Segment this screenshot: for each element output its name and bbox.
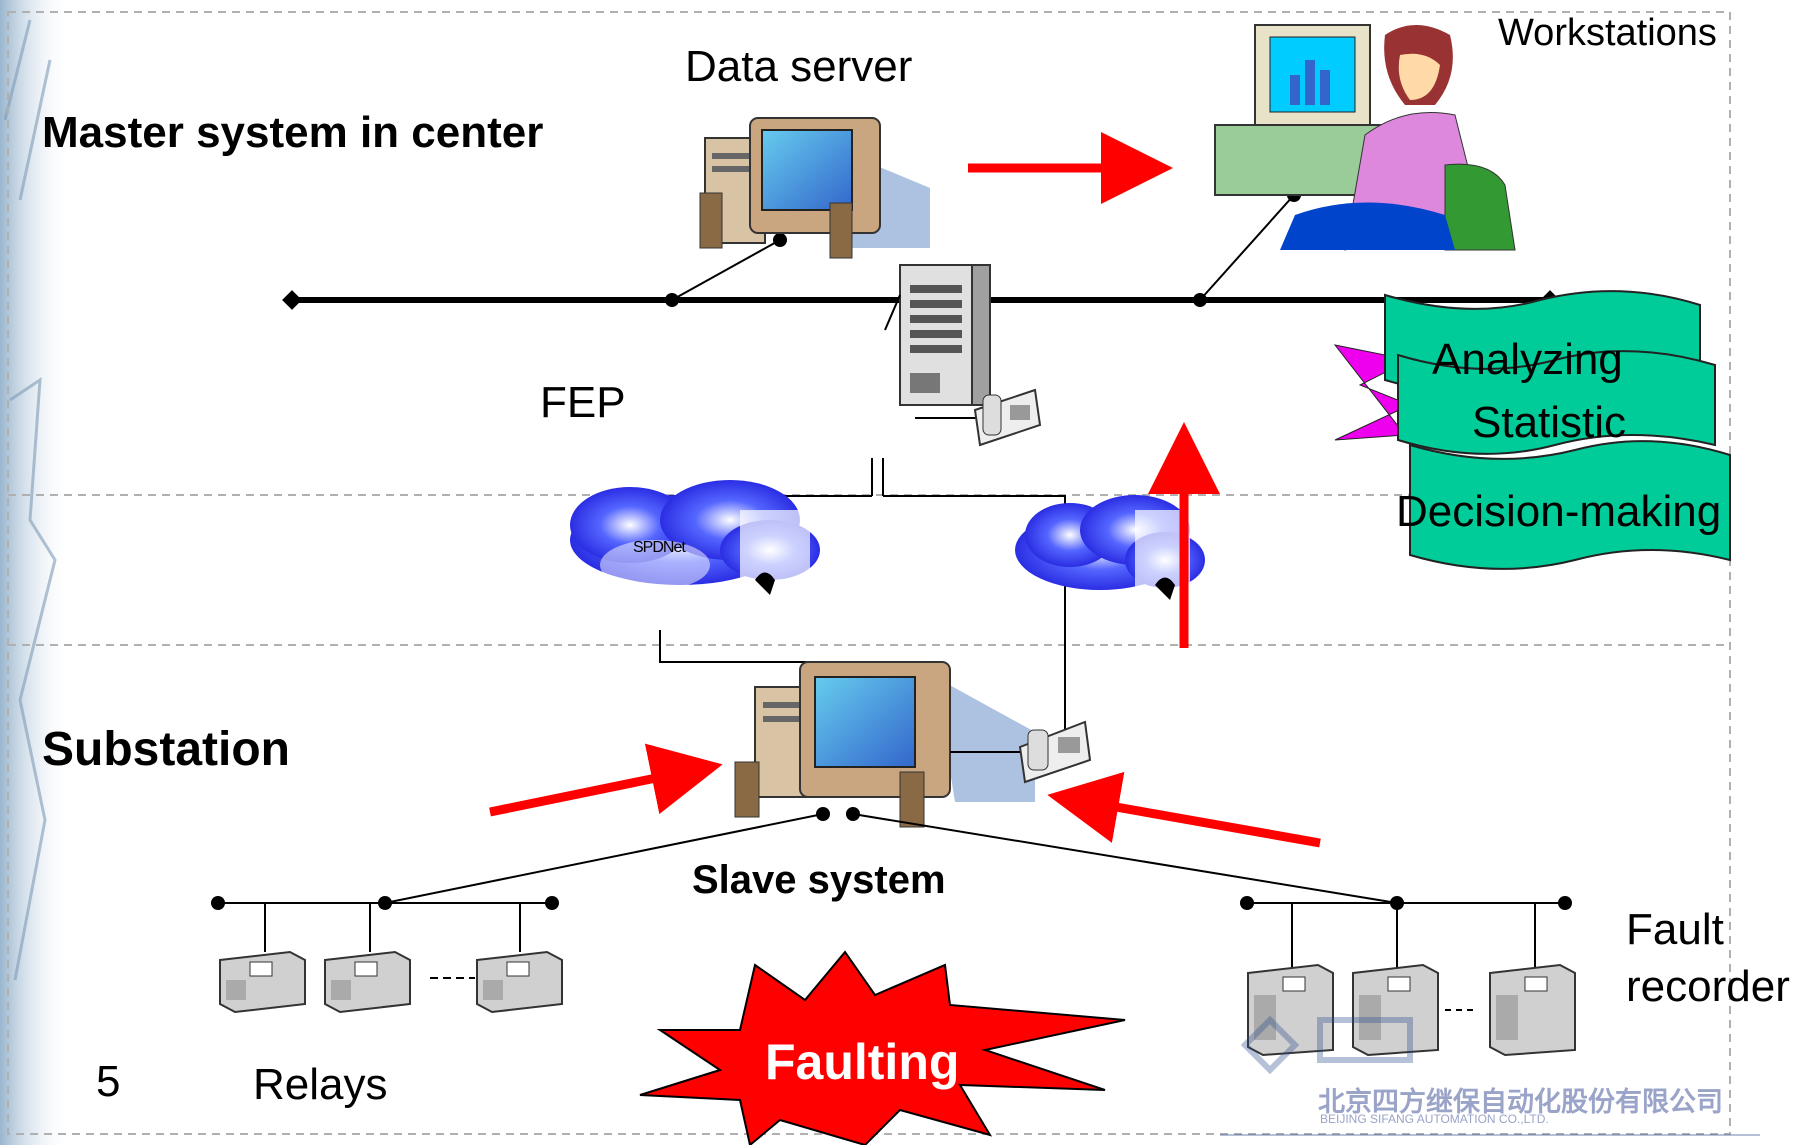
workstation-operator-icon	[1214, 24, 1516, 251]
page-number: 5	[96, 1057, 121, 1106]
relays-label: Relays	[253, 1060, 388, 1109]
background-strip	[0, 0, 70, 1145]
recorder-to-slave-arrow	[1047, 771, 1321, 848]
faulting-label: Faulting	[765, 1034, 960, 1090]
spdnet-label: SPDNet	[633, 539, 686, 556]
substation-section-title: Substation	[42, 723, 290, 776]
fep-label: FEP	[540, 378, 626, 427]
relay-bus	[211, 896, 559, 979]
statistic-label: Statistic	[1472, 398, 1627, 447]
substation-modem-phone-icon	[1018, 720, 1092, 784]
analyzing-label: Analyzing	[1432, 335, 1623, 384]
fep-server-icon	[884, 264, 991, 406]
faulting-burst-shape	[639, 950, 1126, 1145]
analysis-functions	[1333, 290, 1731, 570]
dialup-network-cloud-icon	[1015, 495, 1205, 600]
substation-links	[384, 813, 1398, 904]
master-section-title: Master system in center	[42, 108, 544, 157]
fault-recorder-device-icon	[1489, 963, 1576, 1057]
slave-system-computer-icon	[734, 661, 1035, 828]
company-name-en: BEIJING SIFANG AUTOMATION CO.,LTD.	[1320, 1112, 1549, 1126]
relay-device-icon	[219, 950, 306, 1014]
spdnet-cloud-icon	[570, 480, 820, 595]
company-name-cn: 北京四方继保自动化股份有限公司	[1318, 1087, 1723, 1117]
data-server-label: Data server	[685, 42, 913, 91]
fault-recorder-device-icon	[1352, 963, 1439, 1057]
fault-recorder-device-icon	[1247, 963, 1334, 1057]
workstations-label: Workstations	[1498, 12, 1717, 54]
decision-making-label: Decision-making	[1396, 487, 1722, 536]
fault-recorder-label-line1: Fault	[1626, 905, 1724, 954]
company-logo	[1220, 1015, 1760, 1136]
fault-recorder-label-line2: recorder	[1626, 962, 1790, 1011]
fep-modem-phone-icon	[973, 388, 1042, 447]
slave-system-label: Slave system	[692, 858, 946, 902]
relay-device-icon	[324, 950, 411, 1014]
data-server-computer-icon	[699, 117, 930, 259]
relays-to-slave-arrow	[489, 743, 723, 817]
recorder-bus	[1240, 896, 1572, 1011]
relay-device-icon	[476, 950, 563, 1014]
